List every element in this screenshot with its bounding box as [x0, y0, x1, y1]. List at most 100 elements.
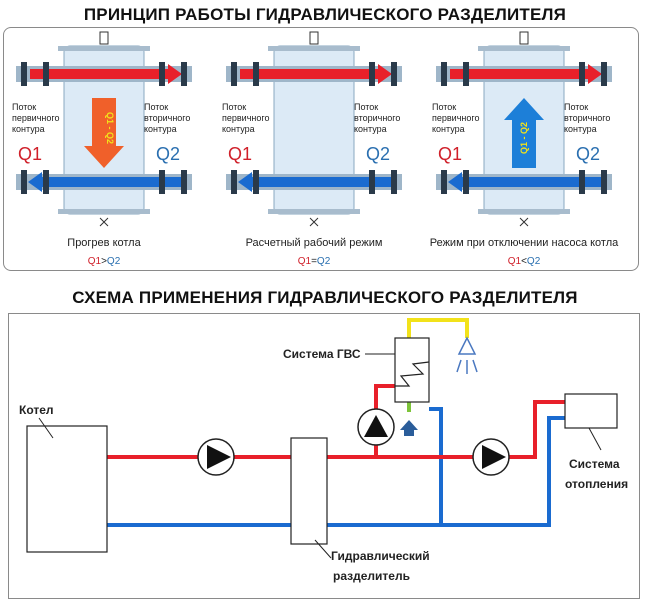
mode-caption: Режим при отключении насоса котла	[430, 237, 619, 249]
primary-flow-label: контура	[432, 124, 465, 134]
flange	[463, 170, 469, 194]
q1-label: Q1	[438, 144, 462, 164]
flange	[231, 170, 237, 194]
secondary-flow-label: Поток	[144, 102, 168, 112]
cold-return-main	[107, 416, 565, 527]
secondary-flow-label: контура	[564, 124, 597, 134]
cold-flow-arrow	[238, 172, 392, 192]
air-vent-icon	[309, 31, 319, 45]
flange	[391, 170, 397, 194]
hot-water-line	[407, 318, 469, 338]
heating-radiator	[564, 393, 618, 429]
secondary-flow-label: вторичного	[564, 113, 610, 123]
secondary-flow-label: контура	[144, 124, 177, 134]
boiler-leader	[38, 417, 54, 439]
primary-flow-label: контура	[12, 124, 45, 134]
flow-relation: Q1<Q2	[508, 256, 541, 267]
principle-diagrams: ПотокпервичногоконтураПотоквторичногокон…	[12, 31, 619, 267]
hydraulic-separator	[290, 437, 328, 545]
q2-label: Q2	[156, 144, 180, 164]
relation-operator: =	[311, 256, 317, 267]
flange	[601, 170, 607, 194]
flange	[159, 62, 165, 86]
secondary-flow-label: Поток	[354, 102, 378, 112]
dhw-tank	[394, 337, 430, 403]
separator-label-line1: Гидравлический	[331, 549, 430, 563]
hot-secondary	[327, 400, 565, 459]
hot-flow-arrow	[30, 64, 182, 84]
flange	[441, 62, 447, 86]
pump-primary-icon	[197, 438, 235, 476]
arrow-label: Q1 - Q2	[105, 112, 115, 144]
secondary-flow-label: вторичного	[144, 113, 190, 123]
separator-leader	[314, 539, 332, 559]
secondary-flow-label: вторичного	[354, 113, 400, 123]
heating-label-line2: отопления	[565, 477, 628, 491]
flange	[43, 62, 49, 86]
primary-flow-label: Поток	[432, 102, 456, 112]
relation-right: Q2	[527, 256, 541, 267]
flange	[369, 170, 375, 194]
relation-operator: >	[101, 256, 107, 267]
q1-label: Q1	[228, 144, 252, 164]
cold-flow-arrow	[28, 172, 182, 192]
flange	[21, 62, 27, 86]
primary-flow-label: первичного	[12, 113, 59, 123]
flange	[441, 170, 447, 194]
flange	[43, 170, 49, 194]
secondary-flow-label: Поток	[564, 102, 588, 112]
application-scheme: Котел Гидравлический разделитель Система…	[19, 318, 628, 583]
drain-valve-icon	[519, 217, 529, 227]
relation-right: Q2	[107, 256, 121, 267]
inlet-arrow-icon	[400, 420, 418, 436]
primary-flow-label: Поток	[222, 102, 246, 112]
flange	[21, 170, 27, 194]
flange	[463, 62, 469, 86]
separator-cap-bottom	[58, 209, 150, 214]
q2-label: Q2	[576, 144, 600, 164]
separator-label-line2: разделитель	[333, 569, 410, 583]
boiler-label: Котел	[19, 403, 54, 417]
arrow-label: Q1 - Q2	[519, 122, 529, 154]
separator-cap-bottom	[478, 209, 570, 214]
separator-cap-bottom	[268, 209, 360, 214]
secondary-flow-label: контура	[354, 124, 387, 134]
flange	[579, 170, 585, 194]
mode-diagram-2: ПотокпервичногоконтураПотоквторичногокон…	[222, 31, 402, 267]
down-flow-arrow	[84, 98, 124, 168]
relation-left: Q1	[298, 256, 312, 267]
primary-flow-label: первичного	[432, 113, 479, 123]
flange	[601, 62, 607, 86]
primary-flow-label: первичного	[222, 113, 269, 123]
separator-cap-top	[478, 46, 570, 51]
boiler-box	[26, 425, 108, 553]
pump-dhw-icon	[357, 408, 395, 446]
primary-flow-label: контура	[222, 124, 255, 134]
q1-label: Q1	[18, 144, 42, 164]
mode-diagram-3: ПотокпервичногоконтураПотоквторичногокон…	[430, 31, 619, 267]
flow-relation: Q1=Q2	[298, 256, 331, 267]
relation-operator: <	[521, 256, 527, 267]
drain-valve-icon	[309, 217, 319, 227]
flange	[231, 62, 237, 86]
primary-flow-label: Поток	[12, 102, 36, 112]
dhw-heat-coil	[395, 361, 430, 387]
heating-leader	[588, 427, 602, 451]
mode-caption: Расчетный рабочий режим	[246, 237, 383, 249]
flange	[253, 170, 259, 194]
pump-heating-icon	[472, 438, 510, 476]
air-vent-icon	[99, 31, 109, 45]
flange	[579, 62, 585, 86]
hot-flow-arrow	[240, 64, 392, 84]
up-flow-arrow	[504, 98, 544, 168]
relation-right: Q2	[317, 256, 331, 267]
air-vent-icon	[519, 31, 529, 45]
scheme-title: СХЕМА ПРИМЕНЕНИЯ ГИДРАВЛИЧЕСКОГО РАЗДЕЛИ…	[72, 288, 578, 307]
heating-label-line1: Система	[569, 457, 620, 471]
cold-flow-arrow	[448, 172, 602, 192]
shower-icon	[456, 336, 478, 374]
q2-label: Q2	[366, 144, 390, 164]
flange	[253, 62, 259, 86]
flange	[369, 62, 375, 86]
